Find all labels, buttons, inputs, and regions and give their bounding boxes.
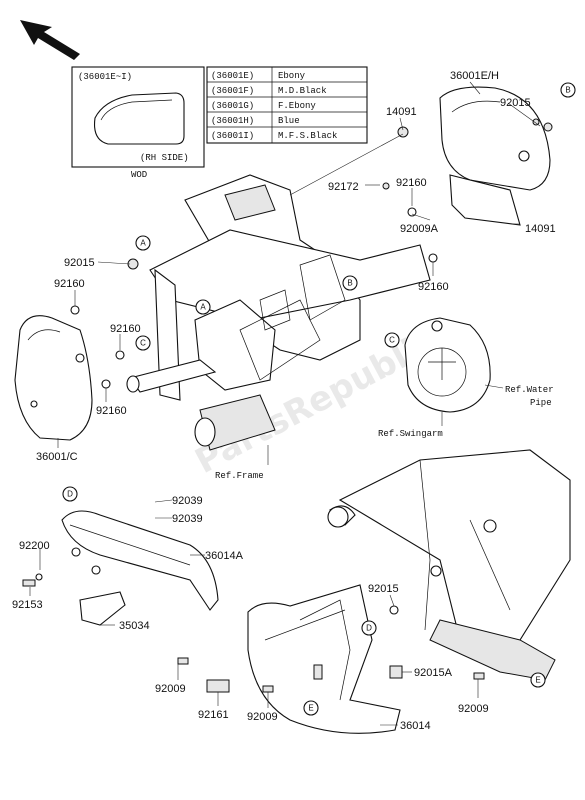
color-name: M.F.S.Black <box>278 131 337 141</box>
inset-side-cover <box>93 92 185 145</box>
color-name: M.D.Black <box>278 86 327 96</box>
right-side-cover <box>439 86 551 226</box>
callout-d: D <box>366 624 372 633</box>
callout-d-circle <box>361 620 377 636</box>
color-code: (36001F) <box>211 86 254 96</box>
part-number: 92161 <box>198 709 229 721</box>
inset-side-note: (RH SIDE) <box>140 153 189 163</box>
color-code: (36001G) <box>211 101 254 111</box>
part-number: 92039 <box>172 513 203 525</box>
callout-d: D <box>67 490 73 499</box>
part-number: 92200 <box>19 540 50 552</box>
callout-b-circle <box>560 82 576 98</box>
part-number: 92153 <box>12 599 43 611</box>
part-number: 36014A <box>205 550 244 562</box>
part-number: 14091 <box>525 223 556 235</box>
part-number: 92009 <box>247 711 278 723</box>
callout-c-circle <box>384 332 400 348</box>
part-number: 92009A <box>400 223 439 235</box>
part-number: 92009 <box>155 683 186 695</box>
part-labels: 36001E/H 92015 14091 92172 92160 92009A … <box>12 70 556 732</box>
callout-b: B <box>565 86 570 95</box>
part-number: 92172 <box>328 181 359 193</box>
chain-guard-upper <box>61 510 219 626</box>
part-number: 92160 <box>110 323 141 335</box>
part-number: 92015 <box>500 97 531 109</box>
color-name: F.Ebony <box>278 101 316 111</box>
callout-a: A <box>140 239 146 248</box>
color-table: (36001E) Ebony (36001F) M.D.Black (36001… <box>206 66 368 144</box>
inset-box: (36001E~I) (RH SIDE) WOD <box>71 66 205 180</box>
part-number: 92015A <box>414 667 453 679</box>
water-pump-cover <box>404 317 491 413</box>
callout-a-circle <box>135 235 151 251</box>
color-code: (36001H) <box>211 116 254 126</box>
color-code: (36001E) <box>211 71 254 81</box>
part-number: 36001E/H <box>450 70 499 82</box>
ref-water-pipe-label: Ref.Water <box>505 385 554 395</box>
front-direction-arrow-icon <box>20 20 80 60</box>
swingarm-drawing <box>327 449 571 681</box>
ref-water-pipe-label-2: Pipe <box>530 398 552 408</box>
part-number: 36001/C <box>36 451 78 463</box>
callout-a: A <box>200 303 206 312</box>
callout-c: C <box>140 339 146 348</box>
part-number: 92015 <box>368 583 399 595</box>
callout-e: E <box>535 676 540 685</box>
callout-c: C <box>389 336 395 345</box>
left-side-cover <box>14 315 93 441</box>
part-number: 36014 <box>400 720 431 732</box>
callout-e-circle <box>303 700 319 716</box>
reference-labels: Ref.Frame Ref.Swingarm Ref.Water Pipe <box>215 385 554 481</box>
color-name: Ebony <box>278 71 306 81</box>
callout-b: B <box>347 279 352 288</box>
part-number: 92160 <box>96 405 127 417</box>
callout-c-circle <box>135 335 151 351</box>
part-number: 35034 <box>119 620 150 632</box>
part-number: 92015 <box>64 257 95 269</box>
part-number: 14091 <box>386 106 417 118</box>
part-number: 92160 <box>418 281 449 293</box>
part-number: 92160 <box>396 177 427 189</box>
chain-guard-lower <box>247 584 401 734</box>
part-number: 92009 <box>458 703 489 715</box>
inset-bottom-note: WOD <box>131 170 147 180</box>
ref-frame-label: Ref.Frame <box>215 471 264 481</box>
callout-a-circle <box>195 299 211 315</box>
callouts: A A B B C C D D E E <box>62 82 576 716</box>
inset-title: (36001E~I) <box>78 72 132 82</box>
color-code: (36001I) <box>211 131 254 141</box>
part-number: 92039 <box>172 495 203 507</box>
frame-drawing <box>126 174 431 451</box>
callout-b-circle <box>342 275 358 291</box>
part-number: 92160 <box>54 278 85 290</box>
callout-e-circle <box>530 672 546 688</box>
callout-e: E <box>308 704 313 713</box>
leader-lines <box>29 81 541 726</box>
callout-d-circle <box>62 486 78 502</box>
ref-swingarm-label: Ref.Swingarm <box>378 429 443 439</box>
color-name: Blue <box>278 116 300 126</box>
